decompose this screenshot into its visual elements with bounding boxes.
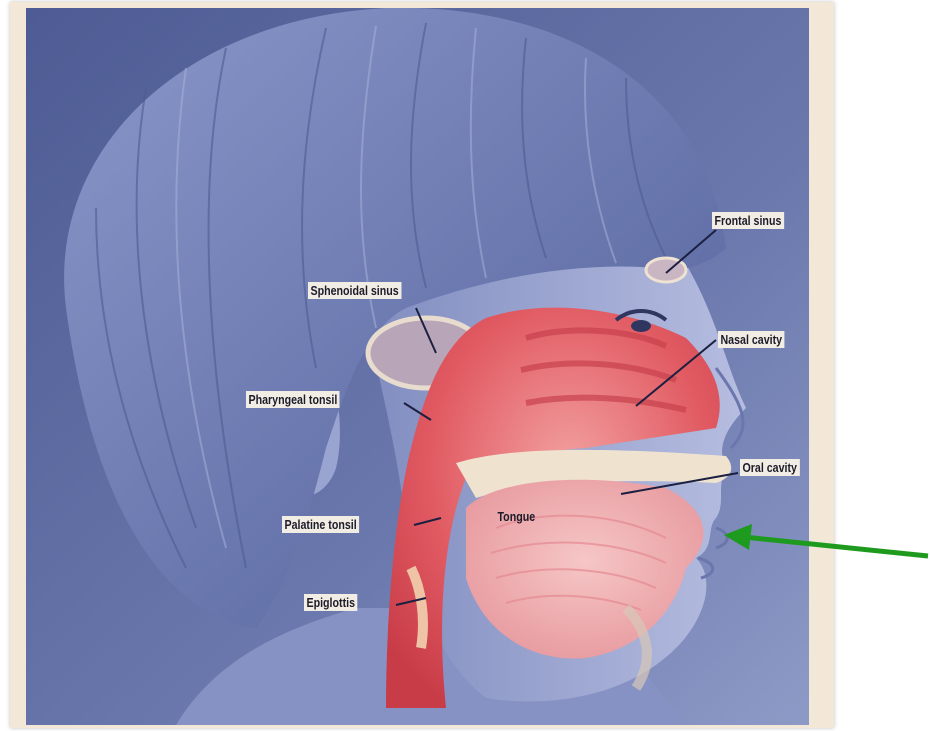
label-nasal-cavity: Nasal cavity — [718, 331, 785, 348]
label-frontal-sinus: Frontal sinus — [712, 212, 784, 229]
label-epiglottis: Epiglottis — [304, 594, 357, 611]
label-oral-cavity: Oral cavity — [740, 459, 799, 476]
head-anatomy-illustration — [26, 8, 809, 725]
label-sphenoidal-sinus: Sphenoidal sinus — [308, 282, 401, 299]
label-palatine-tonsil: Palatine tonsil — [282, 516, 359, 533]
label-pharyngeal-tonsil: Pharyngeal tonsil — [246, 391, 340, 408]
label-tongue: Tongue — [495, 508, 538, 525]
